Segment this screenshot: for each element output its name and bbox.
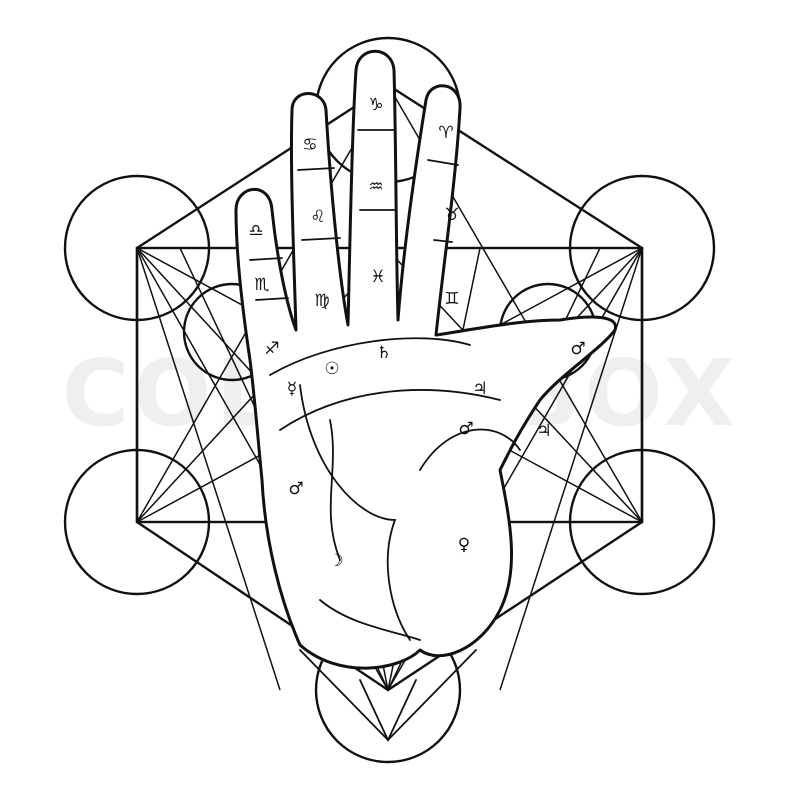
venus-symbol: ♀ xyxy=(458,535,470,555)
mars-lower-symbol: ♂ xyxy=(288,479,303,499)
sun-symbol: ☉ xyxy=(324,359,339,379)
astrological-symbols: ♎ ♏ ♐ ♋ ♌ ♍ ♑ ♒ ♓ ♈ ♉ ♊ ♂ ♄ ☉ ☿ ♃ ♃ ♂ ♂ … xyxy=(248,95,585,571)
leo-symbol: ♌ xyxy=(310,207,325,227)
jupiter-palm-symbol: ♃ xyxy=(472,379,487,399)
cancer-symbol: ♋ xyxy=(302,135,317,155)
pisces-symbol: ♓ xyxy=(370,267,385,287)
scorpio-symbol: ♏ xyxy=(254,275,269,295)
libra-symbol: ♎ xyxy=(248,221,263,241)
gemini-symbol: ♊ xyxy=(444,289,459,309)
aries-symbol: ♈ xyxy=(438,123,453,143)
mercury-symbol: ☿ xyxy=(287,379,297,399)
hand-outline xyxy=(234,49,617,670)
mars-thumb-symbol: ♂ xyxy=(570,339,585,359)
hand xyxy=(234,49,617,743)
mars-palm-symbol: ♂ xyxy=(458,419,473,439)
jupiter-thumb-symbol: ♃ xyxy=(536,421,551,441)
taurus-symbol: ♉ xyxy=(444,205,459,225)
sagittarius-symbol: ♐ xyxy=(264,339,279,359)
saturn-symbol: ♄ xyxy=(376,343,391,363)
capricorn-symbol: ♑ xyxy=(368,95,383,115)
virgo-symbol: ♍ xyxy=(314,291,329,311)
aquarius-symbol: ♒ xyxy=(368,177,383,197)
palm-lines xyxy=(249,129,521,743)
moon-symbol: ☽ xyxy=(328,551,343,571)
